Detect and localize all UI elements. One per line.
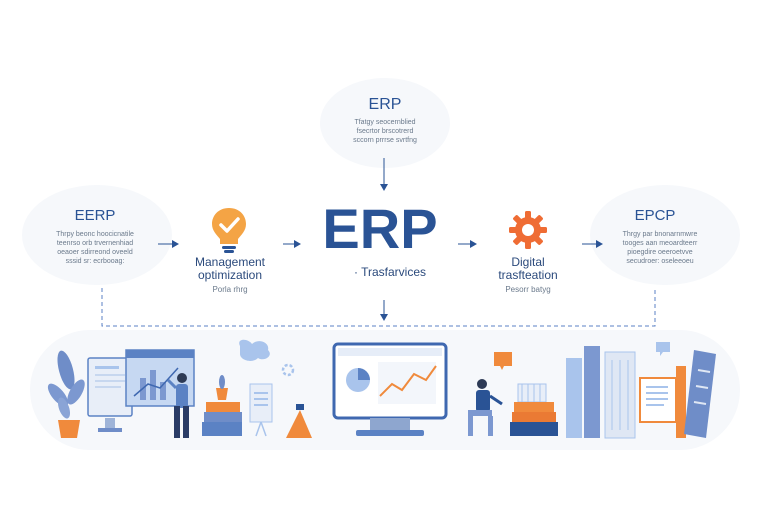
bg-blob-right (590, 185, 740, 285)
management-title-1: Management (194, 255, 266, 269)
top-node-desc-1: Tfatgy seocernblied (354, 119, 416, 126)
monitor-icon (332, 342, 448, 436)
left-node-desc-3: oeaoer sdirreond oveeld (57, 249, 133, 256)
lightbulb-icon (212, 208, 246, 253)
bg-blob-left (22, 185, 172, 285)
left-node-desc-4: sssid sr: ecrbooag: (65, 258, 125, 265)
left-monitor-icon (87, 357, 133, 432)
files-icon (494, 352, 558, 436)
right-node-desc-2: tooges aan meoardteerr (622, 240, 698, 247)
right-node-desc-4: secudroer: oseleeoeu (626, 258, 694, 265)
right-node-desc-3: pioegdire oeeroetvve (627, 249, 693, 256)
left-node-title: EERP (74, 207, 116, 224)
small-gear-icon (281, 363, 295, 377)
right-node-desc-1: Thrgy par bnonarnmwre (622, 231, 698, 238)
dashed-feedback-loop (101, 288, 656, 327)
gear-icon (509, 211, 547, 249)
plant-icon (47, 350, 85, 438)
management-title-2: optimization (197, 268, 263, 282)
top-node-desc-3: sccorn prrrse svrtfng (353, 137, 417, 144)
center-subtitle: · Trasfarvices (353, 265, 426, 279)
person-sitting-icon (468, 379, 503, 436)
lamp-icon (286, 404, 312, 438)
management-caption: Porla rhrg (212, 285, 248, 294)
digital-title-2: trasfteation (498, 268, 558, 282)
left-node-desc-2: teenrso orb trvernenhiad (56, 240, 134, 247)
map-icon (239, 339, 270, 361)
left-node-desc-1: Thrpy beonc hoocicnatile (56, 231, 134, 238)
person-standing-icon (166, 373, 189, 438)
digital-title-1: Digital (511, 255, 545, 269)
top-node-desc-2: fsecrtor brscotrerd (356, 128, 414, 135)
book-stack-icon (202, 375, 242, 436)
right-node-title: EPCP (634, 207, 676, 224)
top-node-title: ERP (368, 96, 402, 113)
document-icon (249, 383, 273, 437)
bg-blob-top (320, 78, 450, 168)
digital-caption: Pesorr batyg (505, 285, 551, 294)
center-title: ERP (322, 197, 438, 260)
books-icon (566, 342, 716, 439)
